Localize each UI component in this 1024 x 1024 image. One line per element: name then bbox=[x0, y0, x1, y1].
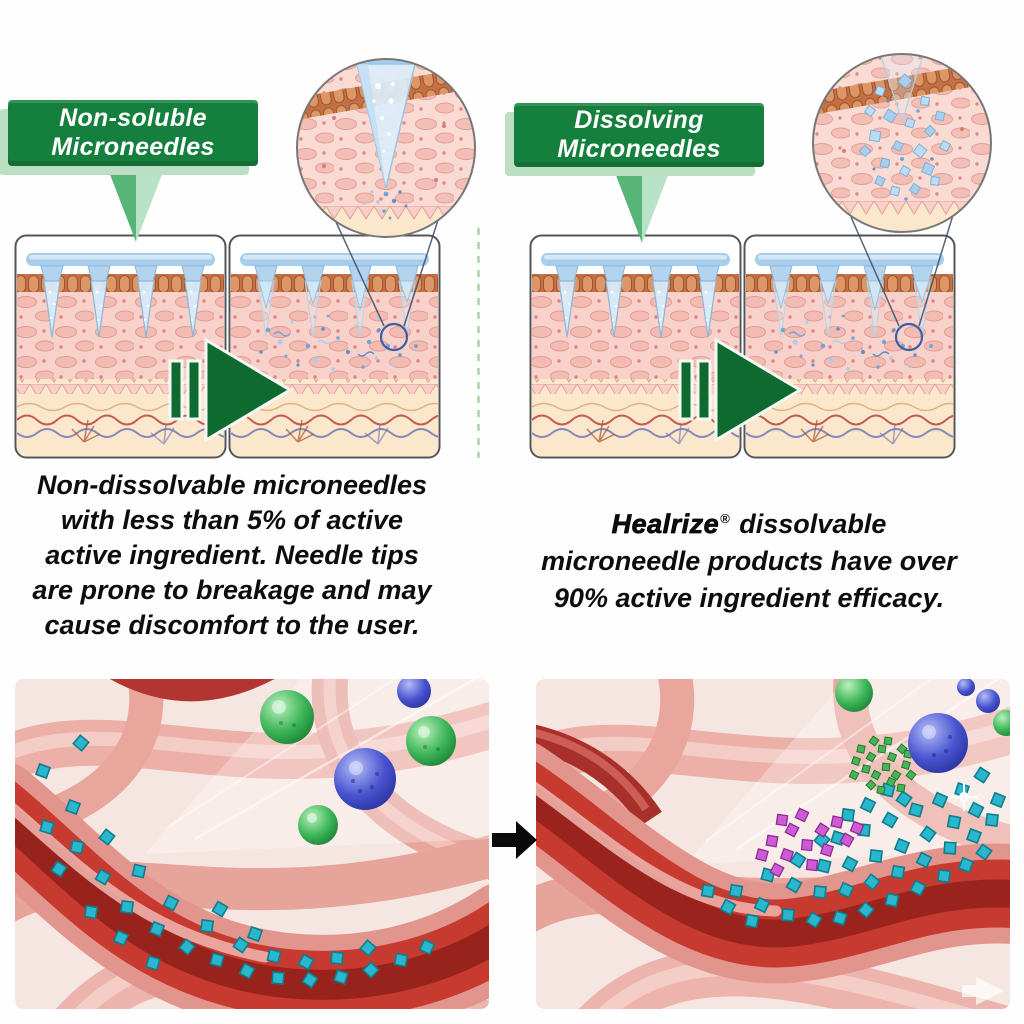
magnifier-circle-dissolving bbox=[810, 51, 994, 235]
label-line: Non-soluble bbox=[59, 104, 207, 132]
fast-forward-arrow-icon bbox=[168, 337, 293, 443]
caption-line: with less than 5% of active bbox=[60, 505, 404, 535]
main-vessel bbox=[536, 739, 1010, 984]
magnifier-circle-nonsoluble bbox=[294, 56, 478, 240]
caption-line: 90% active ingredient efficacy. bbox=[553, 583, 945, 613]
caption-line: Non-dissolvable microneedles bbox=[36, 470, 428, 500]
watermark-arrow-icon bbox=[962, 977, 1004, 1005]
sparkle bbox=[950, 783, 978, 811]
arrow-down-pointer-icon bbox=[106, 164, 166, 242]
label-dissolving-microneedles: Dissolving Microneedles bbox=[514, 103, 764, 167]
caption-line: microneedle products have over bbox=[541, 546, 957, 576]
caption-line: are prone to breakage and may bbox=[32, 575, 432, 605]
active-ingredient-spheres bbox=[260, 679, 456, 845]
label-line: Dissolving bbox=[574, 106, 704, 134]
caption-non-soluble: Non-dissolvable microneedles with less t… bbox=[2, 468, 462, 643]
label-non-soluble-microneedles: Non-soluble Microneedles bbox=[8, 100, 258, 166]
caption-line: active ingredient. Needle tips bbox=[45, 540, 419, 570]
photo-vessel-after bbox=[536, 679, 1010, 1009]
caption-line: Healrize® dissolvable bbox=[510, 500, 988, 543]
label-line: Microneedles bbox=[557, 135, 721, 163]
registered-mark: ® bbox=[720, 511, 730, 526]
arrow-down-pointer-icon bbox=[612, 165, 672, 243]
caption-text: dissolvable bbox=[731, 509, 887, 539]
brand-name: Healrize bbox=[611, 509, 720, 540]
photo-vessel-before bbox=[15, 679, 489, 1009]
label-line: Microneedles bbox=[51, 133, 215, 161]
arrow-right-icon bbox=[492, 821, 537, 859]
caption-dissolving: Healrize® dissolvable microneedle produc… bbox=[510, 500, 988, 617]
active-ingredient-spheres bbox=[835, 679, 1010, 773]
fast-forward-arrow-icon bbox=[678, 337, 803, 443]
caption-line: cause discomfort to the user. bbox=[44, 610, 420, 640]
